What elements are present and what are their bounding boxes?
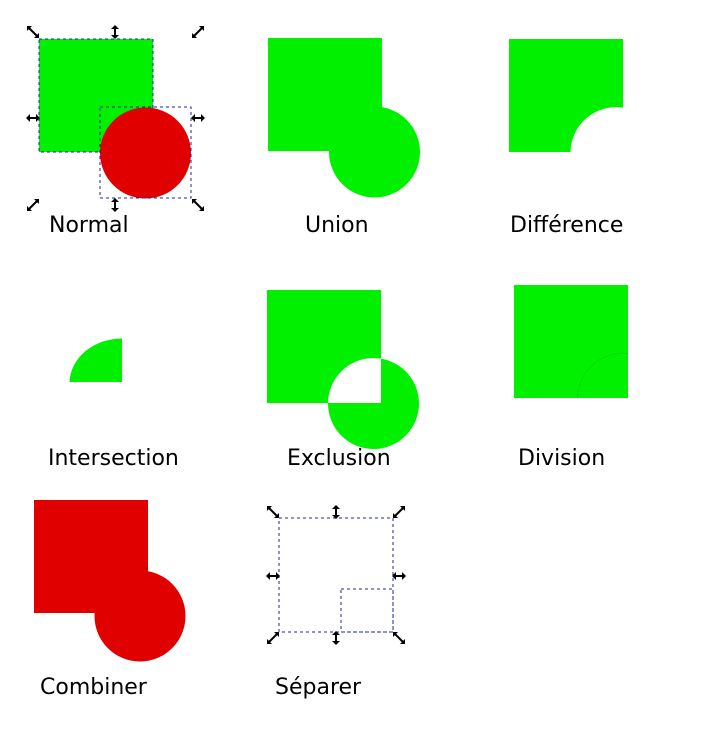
difference-shape <box>509 39 623 152</box>
label-separer: Séparer <box>275 675 362 700</box>
label-union: Union <box>305 213 369 238</box>
exclusion-shape <box>267 290 419 449</box>
division-shape <box>514 285 629 399</box>
selection-handles[interactable] <box>265 504 407 646</box>
normal-shape <box>25 24 206 213</box>
separer-shape <box>265 504 407 646</box>
label-combiner: Combiner <box>40 675 147 700</box>
label-division: Division <box>518 446 606 471</box>
union-shape <box>268 38 420 198</box>
intersection-shape <box>69 338 122 382</box>
label-exclusion: Exclusion <box>287 446 391 471</box>
combiner-shape <box>34 500 186 662</box>
label-intersection: Intersection <box>48 446 179 471</box>
label-normal: Normal <box>49 213 129 238</box>
label-difference: Différence <box>510 213 624 238</box>
